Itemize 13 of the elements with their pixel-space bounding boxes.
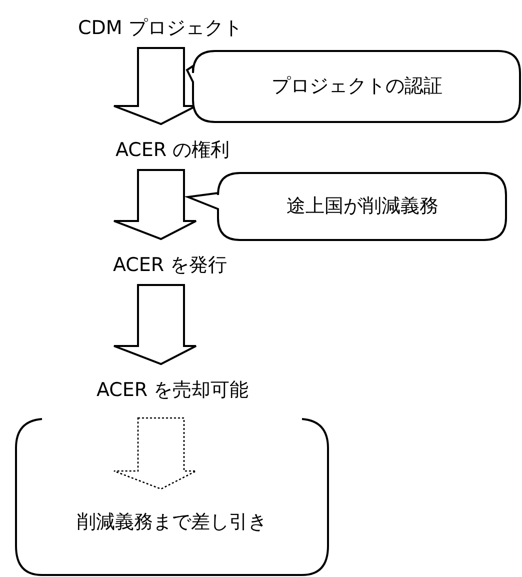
callout-text: プロジェクトの認証 xyxy=(272,75,442,97)
block-arrow xyxy=(113,417,197,490)
bracket-box xyxy=(15,418,329,576)
flow-label: ACER を売却可能 xyxy=(96,379,249,401)
flow-label: CDM プロジェクト xyxy=(78,17,242,39)
flow-label: ACER を発行 xyxy=(113,254,228,276)
block-arrow xyxy=(113,169,197,240)
callout-bubble xyxy=(185,172,507,241)
callout-bubble xyxy=(185,50,521,123)
callout-text: 途上国が削減義務 xyxy=(286,195,438,217)
block-arrow xyxy=(113,284,197,366)
flow-label: ACER の権利 xyxy=(116,139,230,161)
box-text: 削減義務まで差し引き xyxy=(77,511,267,533)
